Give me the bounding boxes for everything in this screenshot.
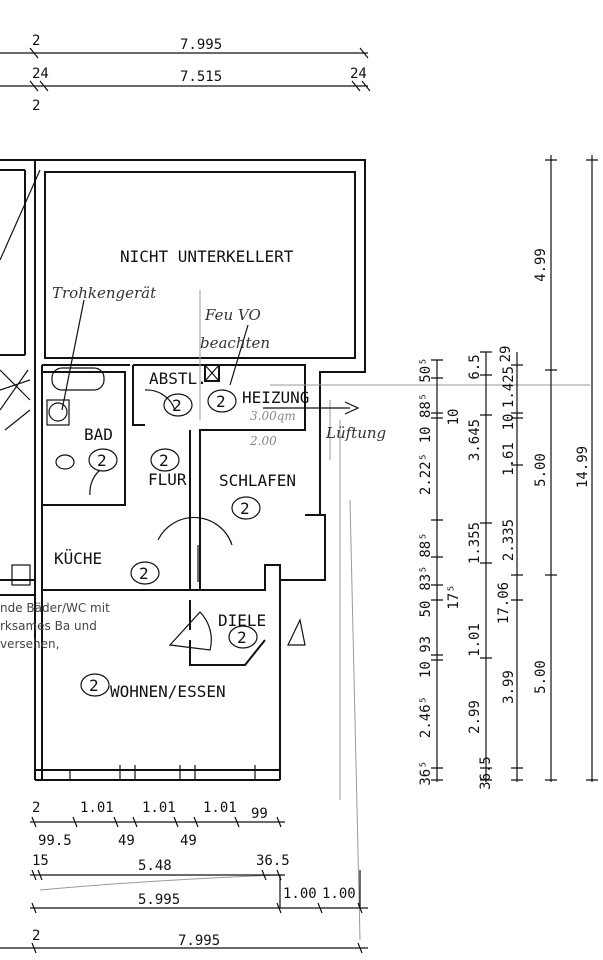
- room-markers: 2 2 2 2 2 2 2 2: [80, 389, 261, 697]
- svg-text:2: 2: [89, 676, 99, 695]
- room-labels: NICHT UNTERKELLERT ABSTL. HEIZUNG BAD FL…: [54, 247, 309, 701]
- dim-a-10-93: 10 93: [418, 636, 434, 678]
- dim-top-7515: 7.515: [180, 69, 222, 85]
- walls: [0, 159, 366, 781]
- note-lueftung: Lüftung: [325, 424, 386, 442]
- room-nicht-unterkellert: NICHT UNTERKELLERT: [120, 247, 294, 266]
- note-trockengeraet: Trohkengerät: [52, 284, 157, 302]
- dim-top-24-right: 24: [350, 66, 367, 82]
- dim-b-1355: 1.355: [467, 522, 483, 564]
- dim-bottom-100-b: 1.00: [322, 886, 356, 902]
- dim-a-885: 88⁵: [418, 532, 434, 557]
- dim-bottom-99: 99: [251, 806, 268, 822]
- dim-bottom-7995: 7.995: [178, 933, 220, 949]
- dim-bottom-49-a: 49: [118, 833, 135, 849]
- dim-a-835: 83⁵: [418, 565, 434, 590]
- svg-text:2: 2: [240, 499, 250, 518]
- dim-bottom-100-a: 1.00: [283, 886, 317, 902]
- dim-b-101: 1.01: [467, 623, 483, 657]
- cut-off-text: nde Bäder/WC mit rksames Ba und versehen…: [0, 601, 110, 651]
- svg-text:2: 2: [237, 628, 247, 647]
- room-kueche: KÜCHE: [54, 549, 102, 568]
- dim-a-2225: 2.22⁵: [418, 453, 434, 495]
- room-marker: 2: [163, 393, 193, 417]
- room-bad: BAD: [84, 425, 113, 444]
- dim-c-29: 29: [498, 346, 514, 363]
- dim-bottom-101-a: 1.01: [80, 800, 114, 816]
- room-marker: 2: [228, 625, 258, 649]
- note-beachten: beachten: [200, 334, 270, 352]
- dim-top-2-below: 2: [32, 98, 40, 114]
- room-flur: FLUR: [148, 470, 187, 489]
- svg-text:2: 2: [139, 564, 149, 583]
- note-width: 2.00: [249, 434, 277, 448]
- dim-bottom-2: 2: [32, 800, 40, 816]
- svg-text:versehen,: versehen,: [0, 637, 59, 651]
- pencil-marks: [39, 290, 590, 941]
- svg-text:rksames Ba und: rksames Ba und: [0, 619, 97, 633]
- room-marker: 2: [207, 389, 237, 413]
- dim-bottom-995: 99.5: [38, 833, 72, 849]
- dim-bottom-365: 36.5: [256, 853, 290, 869]
- dim-c-161: 1.61: [501, 442, 517, 476]
- dim-e-1499: 14.99: [575, 446, 591, 488]
- dim-d-499: 4.99: [533, 248, 549, 282]
- dim-bottom-row4-2: 2: [32, 928, 40, 944]
- note-feu-vo: Feu VO: [204, 306, 261, 324]
- dim-top-2: 2: [32, 33, 40, 49]
- dim-a-2465: 2.46⁵: [418, 696, 434, 738]
- top-dimensions: 2 7.995 24 7.515 24 2: [0, 33, 371, 114]
- svg-text:2: 2: [172, 396, 182, 415]
- room-marker: 2: [150, 448, 180, 472]
- dim-a-175: 17⁵: [446, 584, 462, 609]
- svg-text:2: 2: [159, 451, 169, 470]
- dim-a-10-885: 10 88⁵: [418, 393, 434, 444]
- dim-bottom-15: 15: [32, 853, 49, 869]
- svg-text:nde Bäder/WC mit: nde Bäder/WC mit: [0, 601, 110, 615]
- dim-top-7995: 7.995: [180, 37, 222, 53]
- room-diele: DIELE: [218, 611, 266, 630]
- room-wohnen-essen: WOHNEN/ESSEN: [110, 682, 226, 701]
- svg-text:2: 2: [97, 451, 107, 470]
- svg-text:2: 2: [216, 392, 226, 411]
- room-schlafen: SCHLAFEN: [219, 471, 296, 490]
- dim-d-500-upper: 5.00: [533, 453, 549, 487]
- dim-b-3645: 3.645: [467, 419, 483, 461]
- dim-bottom-101-b: 1.01: [142, 800, 176, 816]
- dim-a-365: 36⁵: [418, 760, 434, 785]
- dim-c-2335: 2.335: [501, 519, 517, 561]
- dim-a-50: 50: [418, 601, 434, 618]
- dim-b-65: 6.5: [467, 354, 483, 379]
- dim-a-10: 10: [446, 409, 462, 426]
- dim-c-10: 10: [501, 414, 517, 431]
- dim-bottom-101-c: 1.01: [203, 800, 237, 816]
- handwritten-notes: Trohkengerät Feu VO beachten 3.00qm 2.00…: [52, 284, 386, 448]
- dim-a-505: 50⁵: [418, 357, 434, 382]
- dim-c-399: 3.99: [501, 670, 517, 704]
- dim-top-24-left: 24: [32, 66, 49, 82]
- dim-b-299: 2.99: [467, 700, 483, 734]
- dim-b-365: 36.5: [478, 756, 494, 790]
- right-dimensions: 50⁵ 10 88⁵ 2.22⁵ 88⁵ 83⁵ 50 10 93 2.46⁵ …: [418, 155, 598, 790]
- dim-bottom-5995: 5.995: [138, 892, 180, 908]
- room-marker: 2: [80, 673, 110, 697]
- note-area-heizung: 3.00qm: [250, 409, 296, 423]
- dim-bottom-548: 5.48: [138, 858, 172, 874]
- room-heizung: HEIZUNG: [242, 388, 309, 407]
- room-marker: 2: [231, 496, 261, 520]
- room-marker: 2: [88, 448, 118, 472]
- dim-b-1706: 17.06: [496, 582, 512, 624]
- bottom-dimensions: 2 1.01 1.01 1.01 99 99.5 49 49 15 5.48 3…: [0, 800, 368, 954]
- dim-bottom-49-b: 49: [180, 833, 197, 849]
- room-marker: 2: [130, 561, 160, 585]
- room-abstellraum: ABSTL.: [149, 369, 207, 388]
- dim-c-1425: 1.425: [501, 366, 517, 408]
- dim-d-500-lower: 5.00: [533, 660, 549, 694]
